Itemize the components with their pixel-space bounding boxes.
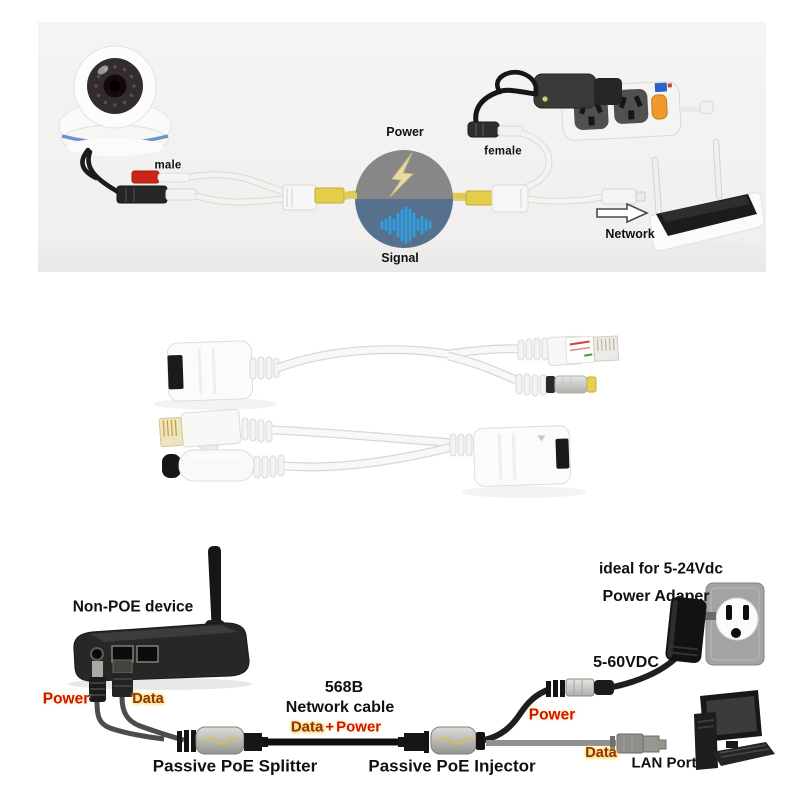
waveform-icon xyxy=(380,206,432,244)
strain-relief xyxy=(241,417,285,479)
rj45-coupler-icon xyxy=(472,425,572,487)
poe-cable-assembly-top xyxy=(166,335,620,402)
label-male: male xyxy=(154,159,182,172)
top-photo-scene xyxy=(38,22,766,272)
poe-injector-icon xyxy=(398,726,485,755)
bottom-diagram xyxy=(68,546,775,770)
label-dp-plus: + xyxy=(325,718,335,736)
dc-plug-icon xyxy=(89,661,165,742)
cables-photo xyxy=(153,335,620,498)
power-cable xyxy=(483,686,552,743)
dc-jack-icon xyxy=(467,121,524,138)
label-power-right: Power xyxy=(528,706,576,724)
label-data-plus-power: Data+Power xyxy=(290,720,382,735)
rca-plug-icon xyxy=(131,170,191,184)
rj45-plug-icon xyxy=(601,188,646,205)
arrow-right-icon xyxy=(596,202,649,224)
camera-pigtail xyxy=(80,147,286,206)
lan-rj45-plug-icon xyxy=(610,733,667,754)
dc-plug-icon xyxy=(546,375,597,394)
dc-plug-icon xyxy=(116,185,197,204)
power-adapter-icon xyxy=(473,70,622,125)
poe-cable-assembly-bottom xyxy=(158,409,572,487)
antenna xyxy=(651,138,723,220)
label-non-poe-device: Non-POE device xyxy=(72,598,194,616)
label-power-adapter: Power Adaper xyxy=(602,588,710,605)
lan-rj45-plug-icon xyxy=(112,659,185,743)
label-female: female xyxy=(484,145,522,158)
rj45-plug-icon xyxy=(546,335,620,367)
poe-splitter-icon xyxy=(177,726,268,755)
label-lan-port: LAN Port xyxy=(631,754,697,772)
label-ideal-voltage: ideal for 5-24Vdc xyxy=(598,560,724,578)
strain-relief xyxy=(249,356,280,380)
strain-relief xyxy=(515,373,547,397)
dc-barrel-connector-icon xyxy=(546,678,614,697)
rj45-plug-icon xyxy=(158,409,242,454)
lightning-icon xyxy=(389,152,415,198)
desktop-computer-icon xyxy=(694,690,775,770)
label-network: Network xyxy=(605,226,655,241)
strain-relief xyxy=(517,337,549,361)
label-dp-power: Power xyxy=(336,718,382,736)
label-passive-poe-injector: Passive PoE Injector xyxy=(368,756,536,776)
wall-outlet-icon xyxy=(705,582,765,666)
label-data-right: Data xyxy=(585,744,617,761)
label-dp-data: Data xyxy=(290,718,324,736)
poe-injector-top-icon xyxy=(465,184,529,213)
label-power-badge: Power xyxy=(386,124,424,139)
power-signal-badge xyxy=(353,150,453,248)
rj45-coupler-icon xyxy=(282,184,317,211)
label-signal-badge: Signal xyxy=(381,250,419,265)
label-voltage: 5-60VDC xyxy=(593,654,659,671)
power-adapter-icon xyxy=(665,596,716,664)
dc-jack-icon xyxy=(162,449,255,482)
label-568b: 568B xyxy=(324,679,364,696)
label-data-left: Data xyxy=(132,690,164,707)
wifi-router-icon xyxy=(649,138,765,257)
label-passive-poe-splitter: Passive PoE Splitter xyxy=(152,756,318,776)
label-network-cable: Network cable xyxy=(285,699,395,716)
strain-relief xyxy=(449,433,473,457)
label-power-left: Power xyxy=(42,690,90,708)
